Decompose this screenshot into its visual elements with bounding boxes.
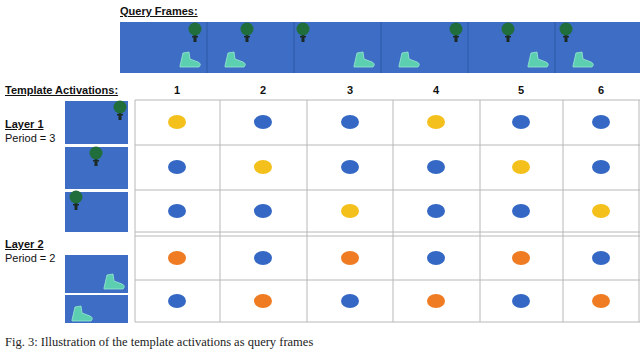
inactive-dot — [341, 160, 359, 174]
inactive-dot — [427, 160, 445, 174]
column-number: 3 — [340, 84, 360, 97]
active-dot — [168, 251, 186, 265]
active-dot — [254, 294, 272, 308]
inactive-dot — [592, 160, 610, 174]
active-dot — [592, 294, 610, 308]
inactive-dot — [512, 204, 530, 218]
tree-icon — [70, 191, 83, 211]
inactive-dot — [592, 115, 610, 129]
frame-background — [120, 22, 640, 73]
foot-icon — [528, 52, 548, 67]
layer-name: Layer 1 — [5, 118, 44, 131]
foot-icon — [399, 52, 419, 67]
foot-icon — [225, 52, 245, 67]
tree-icon — [502, 23, 515, 43]
inactive-dot — [254, 251, 272, 265]
inactive-dot — [254, 115, 272, 129]
figure-caption: Fig. 3: Illustration of the template act… — [5, 336, 313, 349]
activation-dots — [168, 115, 610, 308]
inactive-dot — [168, 204, 186, 218]
foot-icon — [354, 52, 374, 67]
active-dot — [592, 204, 610, 218]
tree-icon — [114, 101, 127, 121]
inactive-dot — [341, 115, 359, 129]
foot-icon — [104, 274, 124, 289]
active-dot — [512, 160, 530, 174]
tree-icon — [560, 23, 573, 43]
inactive-dot — [341, 294, 359, 308]
template-image — [65, 147, 128, 189]
inactive-dot — [512, 294, 530, 308]
column-number: 5 — [511, 84, 531, 97]
active-dot — [341, 204, 359, 218]
template-image — [65, 101, 128, 144]
tree-icon — [90, 147, 103, 167]
foot-icon — [72, 306, 92, 321]
template-images — [65, 101, 128, 324]
inactive-dot — [254, 204, 272, 218]
active-dot — [427, 115, 445, 129]
query-frame-strip — [120, 22, 640, 73]
column-number: 2 — [253, 84, 273, 97]
active-dot — [254, 160, 272, 174]
frame-dividers — [207, 22, 555, 73]
active-dot — [341, 251, 359, 265]
tree-icon — [189, 23, 202, 43]
inactive-dot — [592, 251, 610, 265]
inactive-dot — [512, 115, 530, 129]
layer-name: Layer 2 — [5, 238, 44, 251]
period-label: Period = 3 — [5, 132, 55, 145]
period-label: Period = 2 — [5, 252, 55, 265]
activation-grid — [135, 100, 640, 322]
template-image — [65, 255, 128, 293]
active-dot — [168, 115, 186, 129]
tree-icon — [297, 23, 310, 43]
active-dot — [427, 294, 445, 308]
inactive-dot — [427, 251, 445, 265]
section-heading: Query Frames: — [120, 5, 198, 18]
inactive-dot — [168, 160, 186, 174]
foot-icon — [180, 52, 200, 67]
template-image — [65, 295, 128, 323]
foot-icon — [573, 52, 593, 67]
column-number: 4 — [426, 84, 446, 97]
inactive-dot — [168, 294, 186, 308]
active-dot — [512, 251, 530, 265]
column-number: 6 — [591, 84, 611, 97]
column-number: 1 — [167, 84, 187, 97]
inactive-dot — [427, 204, 445, 218]
tree-icon — [450, 23, 463, 43]
tree-icon — [241, 23, 254, 43]
section-heading: Template Activations: — [5, 84, 118, 97]
